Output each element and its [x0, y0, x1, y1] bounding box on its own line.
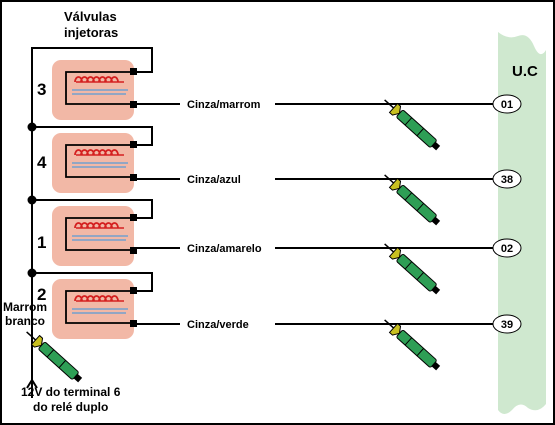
probe-body — [396, 253, 437, 292]
injector-internal-wiring — [65, 217, 135, 251]
uc-terminal — [492, 314, 522, 334]
probe-tip — [388, 322, 402, 336]
terminal-top — [130, 68, 137, 75]
probe-band — [404, 261, 413, 270]
probe-tip — [388, 177, 402, 191]
supply-branch-wire — [32, 272, 153, 292]
probe-needle — [384, 319, 395, 329]
probe-body — [38, 341, 79, 380]
uc-panel — [498, 32, 546, 414]
uc-terminal-number: 02 — [501, 243, 513, 255]
probe-band — [416, 348, 425, 357]
supply-branch-wire — [32, 126, 153, 146]
probe-cap — [431, 285, 441, 295]
title-line-2: injetoras — [64, 25, 118, 40]
probe-band — [404, 337, 413, 346]
injector-number: 3 — [37, 80, 46, 99]
supply-branch-wire — [32, 199, 153, 219]
uc-terminal — [492, 238, 522, 258]
probe-band — [416, 272, 425, 281]
footer-line-1: 12V do terminal 6 — [21, 385, 121, 399]
probe-needle — [384, 243, 395, 253]
coil-icon — [74, 149, 119, 156]
probe-tip — [388, 246, 402, 260]
coil-icon — [74, 295, 119, 302]
junction-dot — [27, 268, 37, 278]
probe-cap — [431, 216, 441, 226]
uc-terminal-number: 38 — [501, 174, 513, 186]
supply-label-line-1: Marrom — [3, 300, 47, 314]
signal-wire-start — [133, 247, 180, 250]
uc-terminal — [492, 94, 522, 114]
wire-color-label: Cinza/verde — [187, 319, 249, 331]
probe-body — [396, 329, 437, 368]
terminal-top — [130, 141, 137, 148]
supply-probe-slot — [26, 331, 83, 383]
junction-dot — [27, 195, 37, 205]
probe-cap — [431, 361, 441, 371]
injector-internal-wiring — [65, 71, 135, 105]
test-probe-icon — [384, 243, 441, 295]
uc-label: U.C — [512, 63, 538, 80]
uc-terminal-number: 39 — [501, 319, 513, 331]
probe-tip — [30, 334, 44, 348]
probe-needle — [384, 99, 395, 109]
probe-cap — [431, 141, 441, 151]
wire-color-label: Cinza/azul — [187, 174, 241, 186]
top-supply-wire — [31, 47, 153, 388]
terminal-top — [130, 287, 137, 294]
supply-arrow — [26, 378, 38, 389]
probe-band — [404, 192, 413, 201]
probe-band — [404, 117, 413, 126]
probe-band — [416, 128, 425, 137]
terminal-bottom — [130, 101, 137, 108]
supply-test-probe-icon — [26, 331, 83, 383]
test-probe-icon — [384, 319, 441, 371]
junction-dot — [27, 122, 37, 132]
terminal-bottom — [130, 247, 137, 254]
test-probe-icon — [384, 99, 441, 151]
injector-number: 1 — [37, 233, 46, 252]
terminal-top — [130, 214, 137, 221]
coil-icon — [74, 222, 119, 229]
supply-label-line-2: branco — [5, 314, 45, 328]
probe-needle — [384, 174, 395, 184]
probe-band — [58, 360, 67, 369]
injector-internal-wiring — [65, 290, 135, 324]
signal-wire-start — [133, 323, 180, 325]
uc-terminal-number: 01 — [501, 99, 513, 111]
probe-tip — [388, 102, 402, 116]
probe-band — [46, 349, 55, 358]
signal-wire-start — [133, 177, 180, 180]
probe-cap — [73, 373, 83, 383]
title-line-1: Válvulas — [64, 9, 117, 24]
injector-number: 2 — [37, 285, 46, 304]
wire-color-label: Cinza/amarelo — [187, 243, 262, 255]
probe-needle — [26, 331, 37, 341]
probe-band — [416, 203, 425, 212]
test-probe-icon — [384, 174, 441, 226]
injector-internal-wiring — [65, 144, 135, 178]
injector-number: 4 — [37, 153, 47, 172]
wire-color-label: Cinza/marrom — [187, 99, 261, 111]
coil-icon — [74, 76, 119, 83]
footer-line-2: do relé duplo — [33, 400, 108, 414]
uc-terminal — [492, 169, 522, 189]
